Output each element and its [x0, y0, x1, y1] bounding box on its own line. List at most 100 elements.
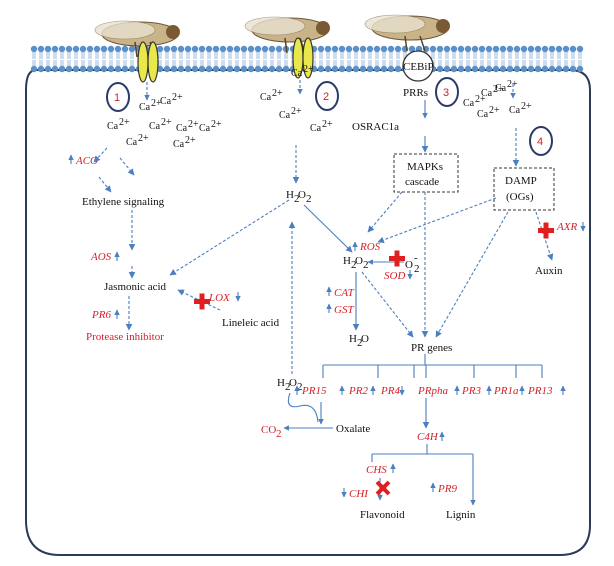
svg-text:2+: 2+ [211, 119, 222, 130]
gene-aco: ACO [75, 155, 98, 167]
svg-text:2+: 2+ [322, 119, 333, 130]
gene-pr6: PR6 [91, 309, 111, 321]
svg-text:2: 2 [276, 428, 282, 440]
svg-text:2+: 2+ [475, 94, 486, 105]
step-circle-1: 1 [106, 82, 130, 112]
calcium-ion-label: Ca [176, 123, 188, 134]
insect-icon-3 [364, 14, 450, 52]
inhibition-cross-axr [538, 222, 554, 239]
gene-pr9: PR9 [437, 483, 457, 495]
step-circle-3: 3 [435, 77, 459, 107]
calcium-ion-label: Ca [310, 123, 322, 134]
svg-text:(OGs): (OGs) [506, 191, 534, 203]
linoleic-acid-label: Lineleic acid [222, 317, 280, 329]
svg-text:2+: 2+ [151, 98, 162, 109]
svg-text:2: 2 [357, 337, 363, 349]
svg-text:O: O [361, 333, 369, 345]
calcium-ion-label: Ca [160, 96, 172, 107]
svg-text:2+: 2+ [489, 105, 500, 116]
calcium-ion-label: Ca [495, 83, 507, 94]
svg-text:2: 2 [414, 263, 420, 275]
calcium-ion-label: Ca [149, 121, 161, 132]
calcium-channel-1 [137, 41, 159, 83]
svg-text:2+: 2+ [272, 88, 283, 99]
gene-sod: SOD [384, 270, 405, 282]
svg-text:2+: 2+ [161, 117, 172, 128]
pathway-arrow [361, 271, 414, 338]
ethylene-signaling-label: Ethylene signaling [82, 196, 165, 208]
h2o2-top-label: H 2 O 2 [286, 189, 312, 205]
calcium-ion-label: Ca [260, 92, 272, 103]
pathway-line [287, 392, 319, 423]
calcium-channel-2 [292, 37, 314, 79]
svg-text:H: H [277, 377, 285, 389]
calcium-ion-label: Ca [126, 137, 138, 148]
gene-pr2: PR2 [348, 385, 368, 397]
h2o2-bottom-label: H 2 O 2 [277, 377, 303, 393]
svg-text:H: H [286, 189, 294, 201]
svg-text:CO: CO [261, 424, 276, 436]
svg-text:2+: 2+ [291, 106, 302, 117]
svg-text:2+: 2+ [303, 64, 314, 75]
calcium-ion-label: Ca [279, 110, 291, 121]
gene-c4h: C4H [417, 431, 439, 443]
svg-text:2+: 2+ [119, 117, 130, 128]
gene-pr4: PR4 [380, 385, 400, 397]
svg-text:-: - [414, 252, 418, 264]
pathway-arrow [119, 157, 135, 176]
pathway-arrow [367, 191, 403, 233]
gene-aos: AOS [90, 251, 112, 263]
cebip-receptor: CEBiP [402, 50, 434, 82]
pathway-arrows [93, 80, 554, 506]
svg-text:2: 2 [351, 259, 357, 271]
pathway-arrow [177, 289, 221, 311]
calcium-ion-label: Ca [463, 98, 475, 109]
gene-chs: CHS [366, 464, 387, 476]
pathway-arrow [93, 147, 108, 163]
svg-text:2: 2 [363, 259, 369, 271]
svg-text:O: O [355, 255, 363, 267]
step-circle-4: 4 [529, 126, 553, 156]
gene-lox: LOX [208, 292, 231, 304]
svg-text:2+: 2+ [138, 133, 149, 144]
svg-text:1: 1 [114, 92, 120, 104]
pathway-arrow [303, 204, 353, 253]
flavonoid-label: Flavonoid [360, 509, 405, 521]
inhibition-x-chi [375, 480, 391, 496]
svg-text:DAMP: DAMP [505, 175, 537, 187]
lignin-label: Lignin [446, 509, 476, 521]
calcium-ion-label: Ca [481, 88, 493, 99]
inhibition-cross-lox [194, 293, 210, 310]
gene-pr1a: PR1a [493, 385, 519, 397]
pathway-arrow [98, 176, 112, 193]
svg-text:H: H [349, 333, 357, 345]
calcium-ion-label: Ca [139, 102, 151, 113]
svg-text:2+: 2+ [172, 92, 183, 103]
jasmonic-acid-label: Jasmonic acid [104, 281, 167, 293]
co2-label: CO 2 [261, 424, 282, 440]
gene-axr: AXR [556, 221, 577, 233]
svg-text:3: 3 [443, 87, 449, 99]
gene-cat: CAT [334, 287, 355, 299]
pathway-arrow [377, 197, 497, 244]
svg-text:2+: 2+ [493, 84, 504, 95]
svg-text:O: O [405, 259, 413, 271]
svg-text:cascade: cascade [405, 176, 439, 188]
oxalate-label: Oxalate [336, 423, 370, 435]
osrac1a-label: OSRAC1a [352, 121, 399, 133]
calcium-ion-label: Ca [291, 68, 303, 79]
calcium-ion-label: Ca [199, 123, 211, 134]
cell-outline [25, 69, 591, 556]
pathway-arrow [435, 211, 509, 338]
calcium-ion-label: Ca [477, 109, 489, 120]
svg-text:2: 2 [306, 193, 312, 205]
svg-text:2+: 2+ [188, 119, 199, 130]
svg-text:2: 2 [294, 193, 300, 205]
gene-pr15: PR15 [301, 385, 327, 397]
calcium-ion-label: Ca [107, 121, 119, 132]
svg-text:MAPKs: MAPKs [407, 161, 443, 173]
gene-prpha: PRpha [417, 385, 448, 397]
gene-gst: GST [334, 304, 354, 316]
